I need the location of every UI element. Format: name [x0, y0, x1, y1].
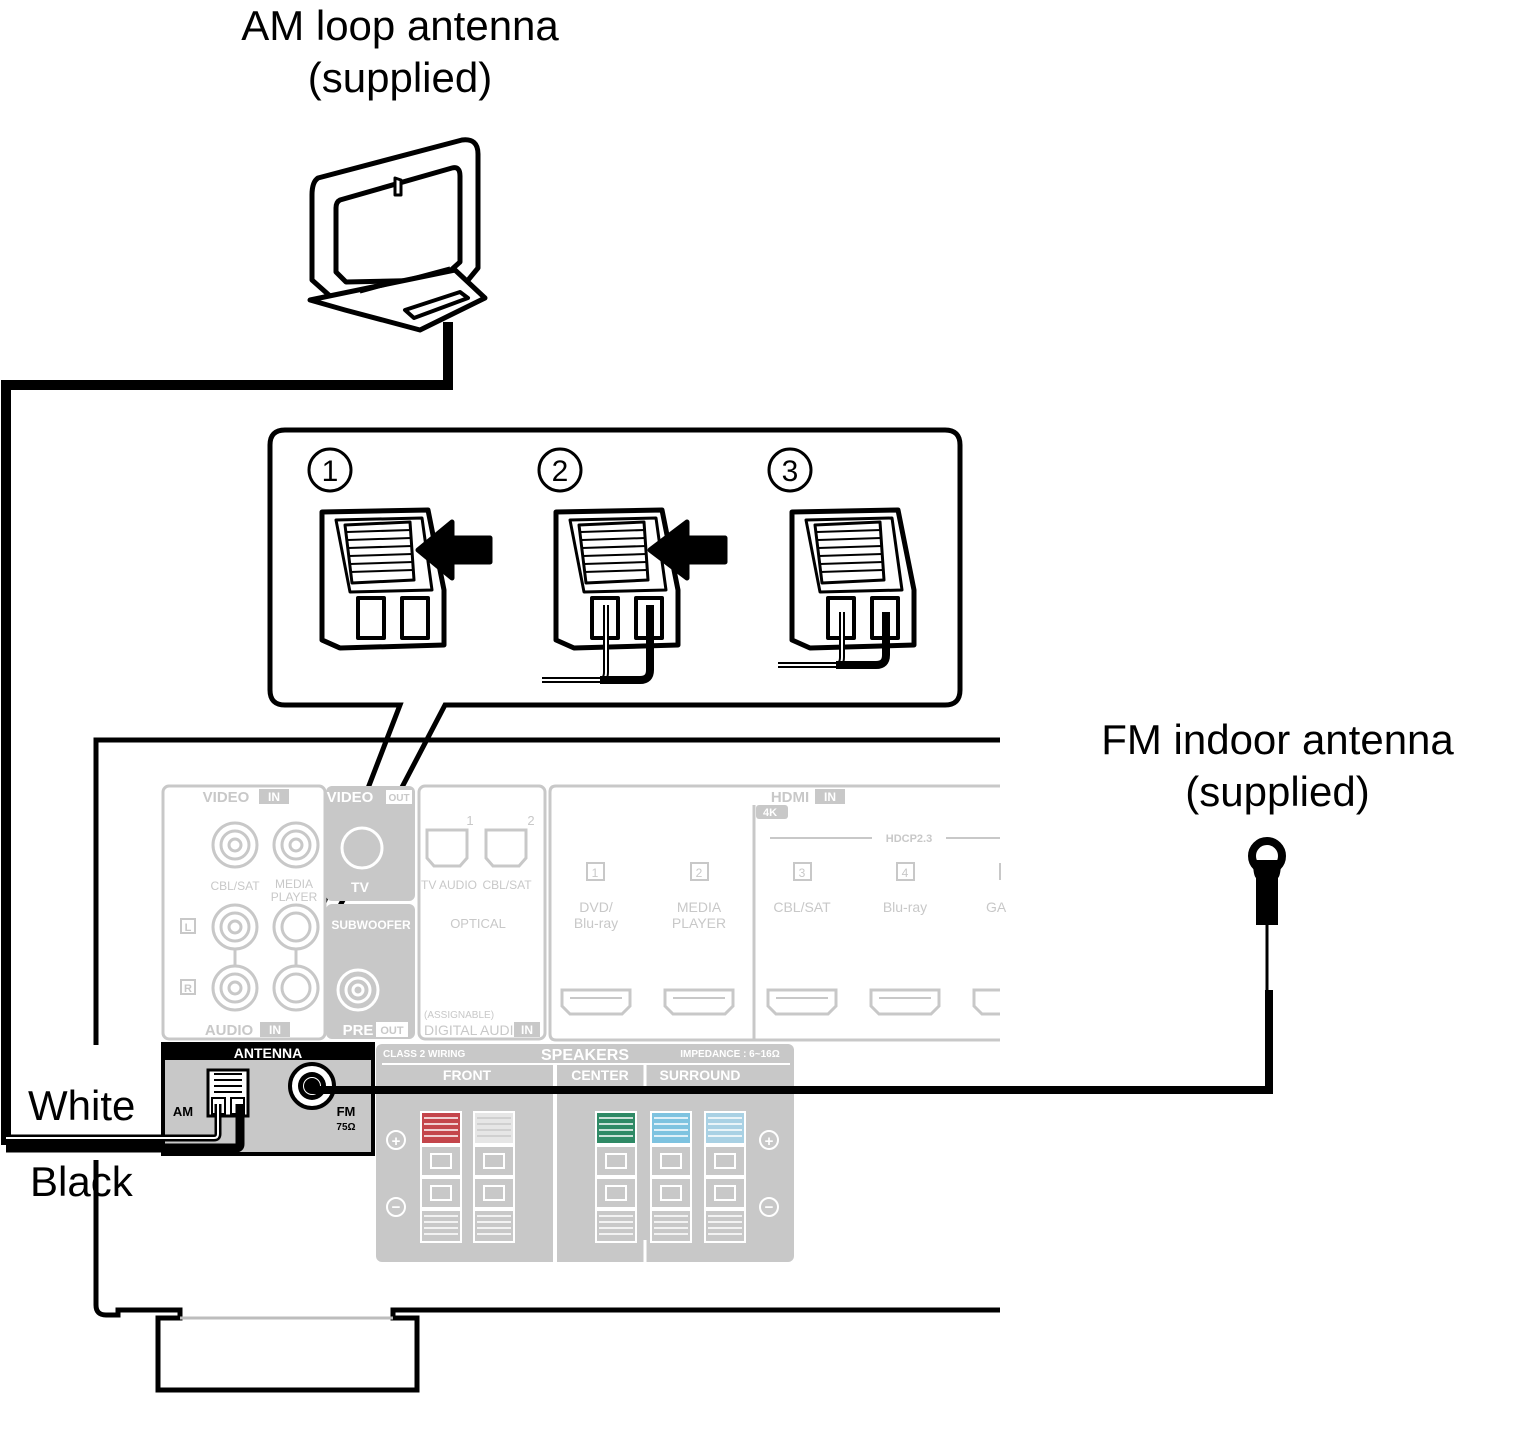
speaker-minus-left: −: [386, 1197, 406, 1217]
svg-text:HDMI: HDMI: [771, 789, 809, 806]
hdmi-input-1: 1 DVD/ Blu-ray: [560, 862, 632, 1016]
hdmi-section: HDMI IN 4K HDCP2.3 1 DVD/ Blu-ray 2 MEDI…: [548, 784, 1007, 1042]
fm-antenna-label-line1: FM indoor antenna: [1101, 716, 1454, 763]
svg-text:+: +: [765, 1133, 774, 1150]
fm-antenna-label-line2: (supplied): [1185, 768, 1370, 815]
hdmi-input-5: GA: [972, 863, 1007, 1016]
svg-text:PRE: PRE: [343, 1022, 374, 1039]
svg-text:MEDIA: MEDIA: [677, 899, 722, 915]
fm-antenna-label: FM indoor antenna (supplied): [1090, 714, 1465, 818]
svg-text:AUDIO: AUDIO: [205, 1022, 254, 1039]
svg-text:1: 1: [466, 813, 473, 828]
svg-text:IN: IN: [521, 1023, 533, 1037]
step-3-terminal-icon: [778, 507, 917, 669]
svg-text:OPTICAL: OPTICAL: [450, 916, 506, 931]
svg-text:GA: GA: [986, 899, 1007, 915]
svg-text:IN: IN: [268, 790, 280, 804]
speaker-terminal-front-l: [473, 1111, 515, 1243]
svg-text:IN: IN: [824, 790, 836, 804]
svg-text:2: 2: [552, 455, 569, 488]
speaker-plus-right: +: [759, 1130, 779, 1150]
svg-text:Blu-ray: Blu-ray: [574, 915, 618, 931]
svg-text:Blu-ray: Blu-ray: [883, 899, 927, 915]
svg-text:FRONT: FRONT: [443, 1067, 492, 1083]
svg-text:1: 1: [592, 866, 599, 880]
fm-antenna-cable: [312, 990, 1273, 1094]
svg-text:IN: IN: [269, 1023, 281, 1037]
speakers-section: CLASS 2 WIRING SPEAKERS IMPEDANCE : 6~16…: [376, 1044, 794, 1262]
svg-text:4K: 4K: [763, 807, 777, 819]
step-2-terminal-icon: [542, 507, 728, 684]
speaker-terminal-surround-l: [704, 1111, 746, 1243]
am-loop-antenna-icon: [307, 137, 488, 333]
fm-plug: [304, 1078, 320, 1094]
hdmi-input-3: 3 CBL/SAT: [766, 862, 838, 1016]
subwoofer-section: SUBWOOFER PRE OUT: [326, 904, 415, 1039]
svg-text:HDCP2.3: HDCP2.3: [886, 833, 932, 845]
svg-text:CBL/SAT: CBL/SAT: [773, 899, 831, 915]
svg-text:DIGITAL AUDIO: DIGITAL AUDIO: [424, 1022, 524, 1038]
svg-text:3: 3: [799, 866, 806, 880]
svg-text:TV: TV: [351, 879, 370, 895]
svg-text:VIDEO: VIDEO: [327, 789, 374, 806]
speaker-terminal-center: [595, 1111, 637, 1243]
svg-text:(ASSIGNABLE): (ASSIGNABLE): [424, 1010, 494, 1021]
svg-text:MEDIA: MEDIA: [275, 877, 313, 891]
speaker-minus-right: −: [759, 1197, 779, 1217]
svg-text:DVD/: DVD/: [579, 899, 613, 915]
am-antenna-label-line2: (supplied): [307, 54, 493, 101]
svg-text:R: R: [184, 983, 192, 995]
svg-text:CBL/SAT: CBL/SAT: [210, 879, 260, 893]
step-number-3: 3: [767, 447, 813, 493]
svg-text:2: 2: [527, 813, 534, 828]
step-number-1: 1: [307, 447, 353, 493]
svg-text:CBL/SAT: CBL/SAT: [482, 878, 532, 892]
svg-text:2: 2: [696, 866, 703, 880]
svg-text:TV AUDIO: TV AUDIO: [421, 878, 477, 892]
svg-text:75Ω: 75Ω: [336, 1122, 355, 1133]
svg-text:PLAYER: PLAYER: [271, 890, 318, 904]
digital-audio-section: 1 2 TV AUDIO CBL/SAT OPTICAL (ASSIGNABLE…: [417, 784, 547, 1041]
svg-text:SUBWOOFER: SUBWOOFER: [331, 918, 411, 932]
svg-text:3: 3: [782, 455, 799, 488]
svg-text:+: +: [392, 1133, 401, 1150]
svg-text:−: −: [765, 1199, 774, 1216]
speaker-plus-left: +: [386, 1130, 406, 1150]
svg-text:PLAYER: PLAYER: [672, 915, 726, 931]
rear-panel: VIDEO IN CBL/SAT MEDIA PLAYER L R AUDIO …: [161, 784, 1007, 1262]
am-antenna-label: AM loop antenna (supplied): [230, 0, 570, 104]
svg-text:OUT: OUT: [380, 1025, 404, 1037]
svg-text:FM: FM: [337, 1104, 356, 1119]
svg-text:−: −: [392, 1199, 401, 1216]
svg-text:SURROUND: SURROUND: [660, 1067, 741, 1083]
step-number-2: 2: [537, 447, 583, 493]
svg-text:VIDEO: VIDEO: [203, 789, 250, 806]
white-wire-label: White: [28, 1082, 136, 1129]
hdmi-input-2: 2 MEDIA PLAYER: [663, 862, 735, 1016]
svg-text:CLASS 2 WIRING: CLASS 2 WIRING: [383, 1049, 465, 1060]
svg-text:1: 1: [322, 455, 339, 488]
step-1-terminal-icon: [319, 507, 493, 651]
am-antenna-label-line1: AM loop antenna: [241, 2, 559, 49]
svg-text:CENTER: CENTER: [571, 1067, 629, 1083]
fm-antenna-icon: [1248, 837, 1286, 995]
video-in-section: VIDEO IN CBL/SAT MEDIA PLAYER L R AUDIO …: [161, 784, 327, 1041]
hdmi-input-4: 4 Blu-ray: [869, 862, 941, 1016]
svg-text:SPEAKERS: SPEAKERS: [541, 1047, 629, 1064]
speaker-terminal-surround-r: [650, 1111, 692, 1243]
svg-text:ANTENNA: ANTENNA: [234, 1045, 302, 1061]
svg-text:AM: AM: [173, 1104, 193, 1119]
black-wire-label: Black: [30, 1158, 133, 1205]
svg-text:OUT: OUT: [388, 793, 409, 804]
svg-text:IMPEDANCE : 6~16Ω: IMPEDANCE : 6~16Ω: [680, 1049, 779, 1060]
am-white-wire-core: [6, 1104, 219, 1139]
am-black-wire: [6, 1104, 245, 1153]
svg-text:L: L: [185, 922, 192, 934]
video-out-section: VIDEO OUT TV: [326, 786, 415, 901]
speaker-terminal-front-r: [420, 1111, 462, 1243]
receiver-outline: [93, 737, 1000, 1393]
svg-text:4: 4: [902, 866, 909, 880]
